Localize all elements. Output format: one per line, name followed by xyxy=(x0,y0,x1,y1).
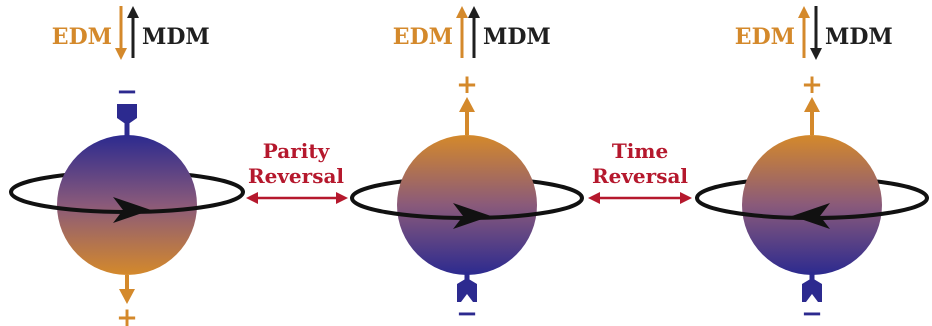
bottom-charge-sign: − xyxy=(801,299,823,326)
edm-arrow-up xyxy=(456,6,468,58)
bottom-charge-sign: + xyxy=(116,303,138,326)
panel-1: EDM MDM − + xyxy=(9,6,245,326)
particle-sphere xyxy=(397,135,537,275)
particle-sphere xyxy=(742,135,882,275)
edm-label: EDM xyxy=(52,24,112,50)
mdm-arrow-up xyxy=(468,6,480,58)
panel-2: EDM MDM + − xyxy=(350,6,584,326)
edm-label: EDM xyxy=(393,24,453,50)
time-label-line2: Reversal xyxy=(592,164,688,188)
mdm-arrow-up xyxy=(127,6,139,58)
chevron-up-icon xyxy=(457,278,477,302)
mdm-label: MDM xyxy=(825,24,893,50)
arrow-down-icon xyxy=(119,289,135,304)
arrow-up-icon xyxy=(459,97,475,112)
time-reversal: Time Reversal xyxy=(588,139,692,204)
double-arrow-icon xyxy=(588,192,692,204)
top-charge-sign: − xyxy=(116,77,138,107)
double-arrow-icon xyxy=(246,192,348,204)
time-label-line1: Time xyxy=(612,139,668,163)
spin-arrow-right-icon xyxy=(453,203,491,229)
parity-label-line2: Reversal xyxy=(248,164,344,188)
edm-arrow-down xyxy=(115,6,127,60)
edm-arrow-up xyxy=(798,6,810,58)
chevron-down-icon xyxy=(117,104,137,125)
mdm-label: MDM xyxy=(483,24,551,50)
spin-arrow-left-icon xyxy=(792,203,830,229)
parity-label-line1: Parity xyxy=(263,139,331,163)
top-charge-blue: − xyxy=(116,77,138,140)
bottom-charge-blue: − xyxy=(801,272,823,326)
parity-reversal: Parity Reversal xyxy=(246,139,348,204)
bottom-charge-blue: − xyxy=(456,272,478,326)
top-charge-sign: + xyxy=(456,70,478,100)
dipole-header: EDM MDM xyxy=(52,6,210,60)
spin-arrow-right-icon xyxy=(113,197,151,223)
top-charge-orange: + xyxy=(456,70,478,135)
bottom-charge-orange: + xyxy=(116,275,138,326)
arrow-up-icon xyxy=(804,97,820,112)
bottom-charge-sign: − xyxy=(456,299,478,326)
top-charge-sign: + xyxy=(801,70,823,100)
top-charge-orange: + xyxy=(801,70,823,135)
chevron-up-icon xyxy=(802,278,822,302)
dipole-header: EDM MDM xyxy=(735,6,893,60)
dipole-header: EDM MDM xyxy=(393,6,551,58)
mdm-label: MDM xyxy=(142,24,210,50)
edm-label: EDM xyxy=(735,24,795,50)
panel-3: EDM MDM + − xyxy=(695,6,929,326)
mdm-arrow-down xyxy=(810,6,822,60)
